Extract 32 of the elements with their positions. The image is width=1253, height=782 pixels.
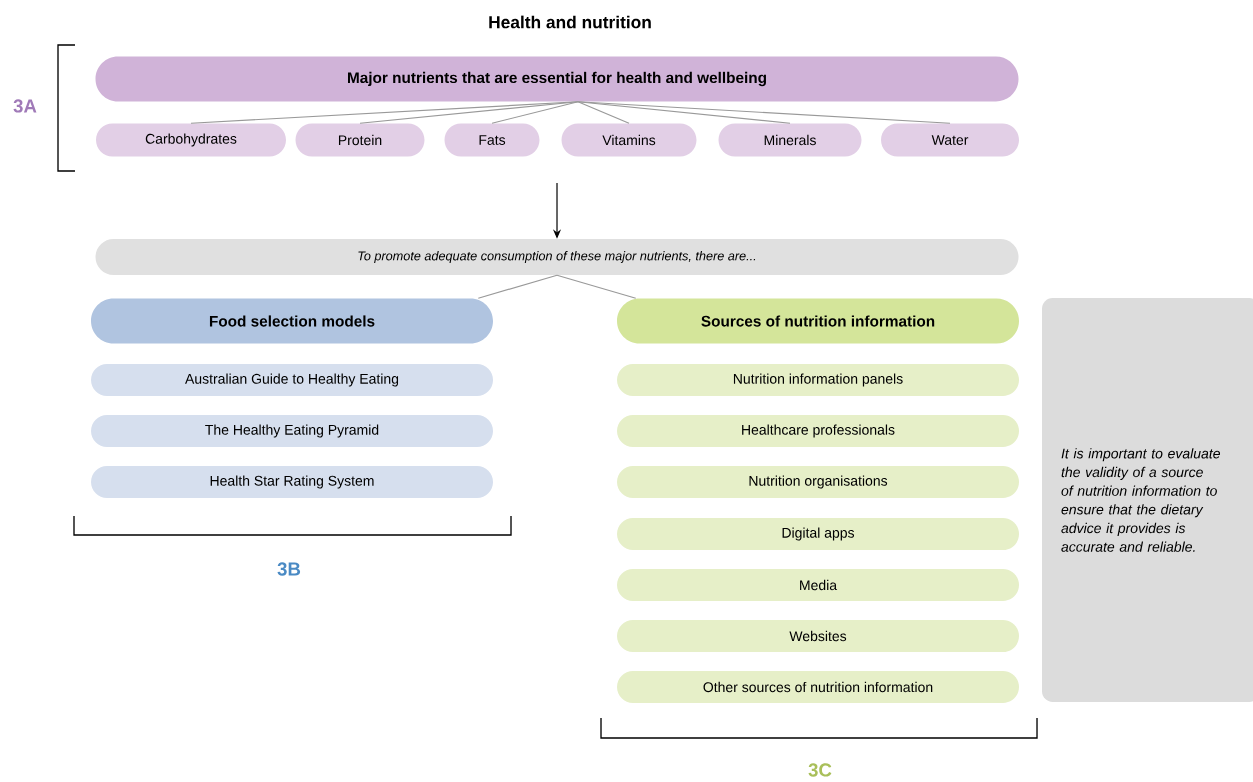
item-pill: Digital apps [617,518,1019,550]
title: Health and nutrition [489,15,651,29]
header-pill: Food selection models [91,298,493,344]
item-pill: Websites [617,620,1019,652]
item-pill: Nutrition organisations [617,466,1019,498]
connector-line [477,274,558,299]
note-box: It is important to evaluate the validity of a source of nutrition information to ensure that the dietary advice it provides is accurate and reliable. [1042,298,1253,702]
section-label: 3A [13,99,37,113]
nutrient-pill: Minerals [718,123,862,157]
nutrient-pill: Water [881,123,1019,157]
item-pill: Nutrition information panels [617,364,1019,396]
nutrient-pill: Carbohydrates [96,123,286,157]
item-pill: Media [617,569,1019,601]
section-label: 3B [277,562,301,576]
connector-line [556,274,637,299]
connector-line [577,101,630,124]
connector-line [577,101,791,124]
header-pill: Sources of nutrition information [617,298,1019,344]
section-label: 3C [808,763,832,777]
item-pill: Australian Guide to Healthy Eating [91,364,493,396]
nutrient-pill: Fats [444,123,540,157]
connector-line [359,101,579,124]
item-pill: The Healthy Eating Pyramid [91,415,493,447]
banner-pill: To promote adequate consumption of these major nutrients, there are... [95,239,1019,275]
connector-line [577,101,951,124]
connector-line [491,101,579,124]
nutrient-pill: Vitamins [561,123,697,157]
item-pill: Other sources of nutrition information [617,671,1019,703]
nutrient-pill: Protein [295,123,425,157]
item-pill: Healthcare professionals [617,415,1019,447]
header-pill: Major nutrients that are essential for health and wellbeing [95,56,1019,102]
item-pill: Health Star Rating System [91,466,493,498]
